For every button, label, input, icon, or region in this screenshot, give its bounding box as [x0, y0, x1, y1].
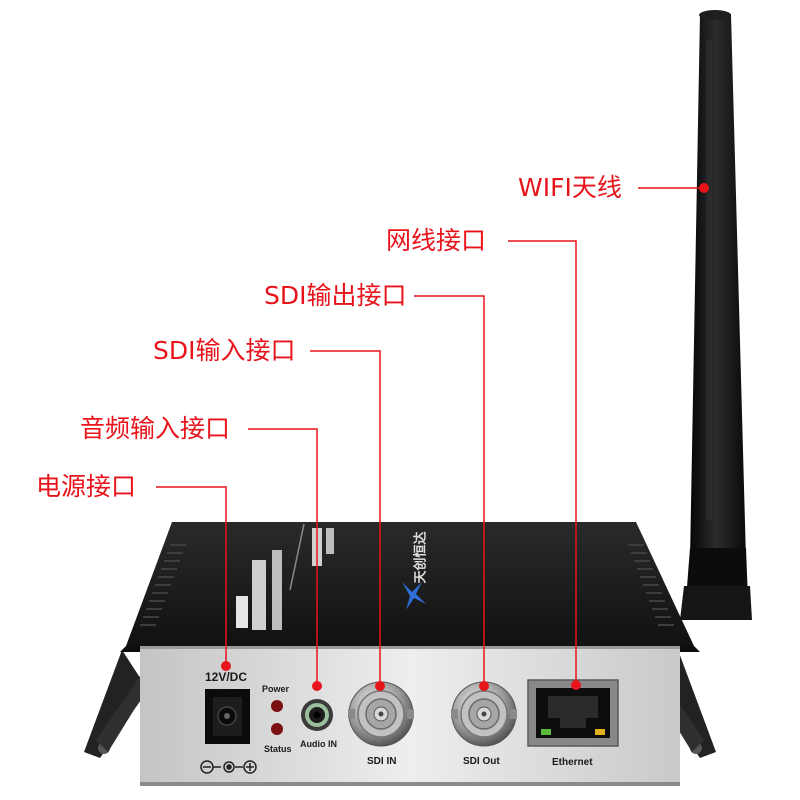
mounting-bracket — [84, 650, 716, 758]
callout-power: 电源接口 — [36, 472, 137, 501]
dc-label: 12V/DC — [205, 670, 248, 684]
callout-sdi-out: SDI输出接口 — [264, 281, 407, 310]
power-led-label: Power — [262, 684, 290, 694]
dc-power-jack — [205, 689, 250, 744]
sdi-in-label: SDI IN — [367, 756, 397, 767]
callout-audio-in: 音频输入接口 — [80, 414, 231, 443]
sdi-out-label: SDI Out — [463, 756, 500, 767]
sdi-in-bnc-connector — [348, 681, 414, 747]
callout-wifi-antenna: WIFI天线 — [518, 173, 622, 202]
audio-in-jack — [301, 699, 333, 731]
callout-leaders — [156, 183, 709, 691]
polarity-symbol — [200, 760, 257, 774]
status-led — [271, 723, 283, 735]
brand-logo-text: 天创恒达 — [413, 531, 429, 584]
callout-ethernet-port: 网线接口 — [386, 226, 487, 255]
status-led-label: Status — [264, 744, 292, 754]
wifi-antenna — [680, 10, 752, 620]
callout-sdi-in: SDI输入接口 — [153, 336, 296, 365]
sdi-out-bnc-connector — [451, 681, 517, 747]
power-led — [271, 700, 283, 712]
ethernet-label: Ethernet — [552, 757, 593, 768]
audio-in-label: Audio IN — [300, 739, 337, 749]
ethernet-port — [527, 679, 619, 747]
